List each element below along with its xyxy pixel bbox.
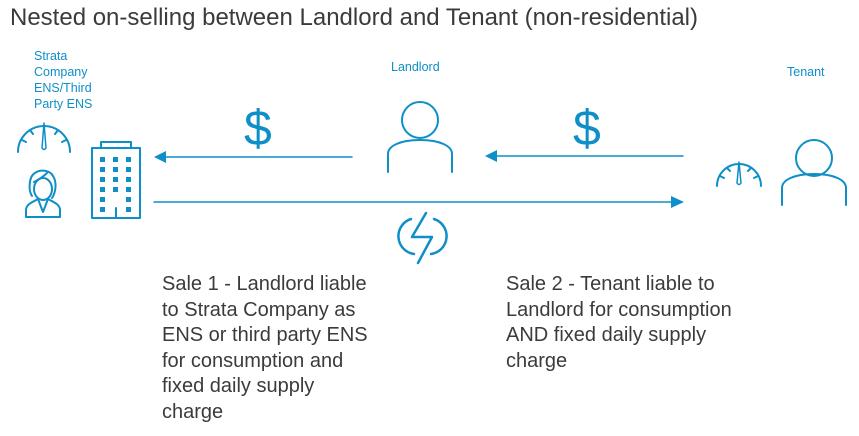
- meter-icon: [17, 122, 71, 153]
- sale-1-line: Sale 1 - Landlord liable: [162, 273, 367, 295]
- sale-1-line: ENS or third party ENS: [162, 324, 368, 346]
- sale-1-line: charge: [162, 400, 224, 423]
- sale-2-line: charge: [506, 349, 568, 372]
- woman-person-icon: [25, 169, 61, 218]
- landlord-person-icon: [387, 101, 453, 173]
- sale-2-line: Sale 2 - Tenant liable to: [506, 273, 715, 295]
- sale-2-line: Landlord for consumption: [506, 298, 732, 321]
- sale-2-description: Sale 2 - Tenant liable to Landlord for c…: [506, 272, 766, 374]
- sale-1-line: to Strata Company as: [162, 298, 356, 321]
- tenant-label: Tenant: [787, 65, 825, 79]
- dollar-sign-payment-to-landlord: $: [573, 100, 601, 156]
- strata-label-line: Company: [34, 65, 88, 79]
- tenant-meter-icon: [716, 161, 762, 187]
- sale-2-line: AND fixed daily supply: [506, 324, 707, 346]
- strata-label-line: Strata: [34, 49, 68, 63]
- landlord-label: Landlord: [391, 60, 440, 74]
- strata-company-label: Strata Company ENS/Third Party ENS: [34, 48, 124, 112]
- building-icon: [91, 141, 141, 219]
- strata-label-line: Party ENS: [34, 97, 93, 111]
- sale-1-line: for consumption and: [162, 349, 344, 372]
- dollar-sign-payment-to-strata: $: [244, 100, 272, 156]
- arrowhead-right-icon: [671, 196, 684, 208]
- sale-1-description: Sale 1 - Landlord liable to Strata Compa…: [162, 272, 412, 425]
- tenant-person-icon: [781, 139, 847, 206]
- sale-1-line: fixed daily supply: [162, 375, 315, 397]
- arrowhead-left-icon: [154, 151, 166, 163]
- lightning-icon: [397, 211, 448, 265]
- diagram-title: Nested on-selling between Landlord and T…: [10, 4, 699, 31]
- strata-label-line: ENS/Third: [34, 81, 92, 95]
- arrowhead-left-icon: [485, 150, 497, 162]
